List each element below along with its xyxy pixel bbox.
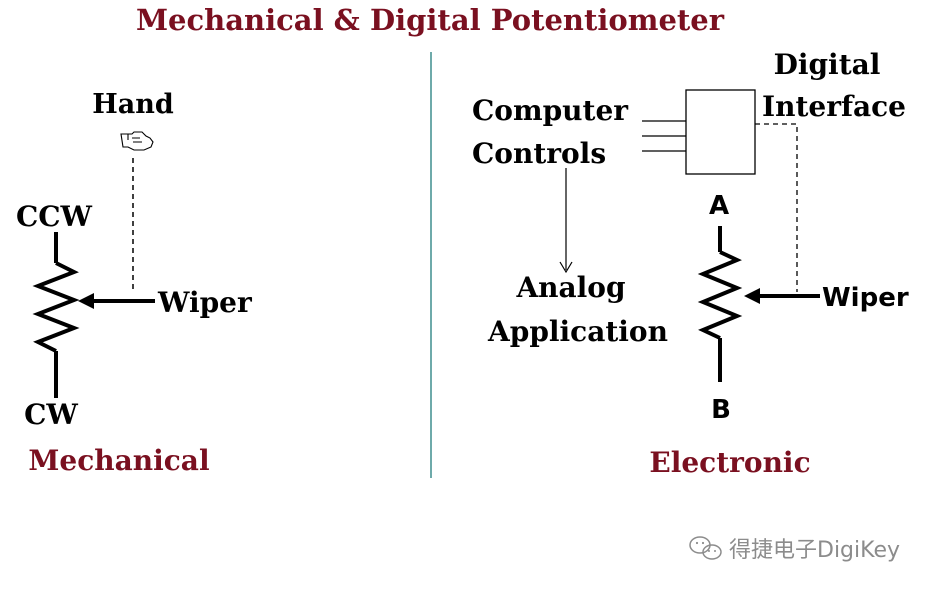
wechat-icon <box>689 536 722 560</box>
hand-label: Hand <box>92 89 174 120</box>
controls-to-analog-arrowhead <box>559 261 573 274</box>
digital-wiper-label: Wiper <box>822 283 909 313</box>
computer-controls-label-line1: Computer <box>472 94 629 127</box>
electronic-panel: Digital Interface Computer Controls Anal… <box>472 48 909 479</box>
digital-wiper-arrowhead <box>744 288 760 304</box>
digital-resistor-zigzag <box>697 250 743 340</box>
analog-application-label-line2: Application <box>487 315 668 348</box>
terminal-b-label: B <box>711 395 731 425</box>
digital-interface-box <box>685 89 756 175</box>
wiper-arrowhead <box>78 293 94 309</box>
digital-interface-label-line2: Interface <box>762 90 906 123</box>
analog-application-label-line1: Analog <box>515 271 625 304</box>
watermark: 得捷电子DigiKey <box>689 536 900 563</box>
mechanical-caption: Mechanical <box>28 444 209 477</box>
diagram-title: Mechanical & Digital Potentiometer <box>136 3 725 37</box>
digital-interface-label-line1: Digital <box>774 48 881 81</box>
interface-to-wiper-dashed <box>755 123 798 292</box>
watermark-text: 得捷电子DigiKey <box>729 538 900 563</box>
cw-label: CW <box>24 398 78 431</box>
terminal-a-label: A <box>709 191 729 221</box>
hand-icon <box>120 131 154 151</box>
resistor-zigzag <box>32 261 80 353</box>
wiper-label: Wiper <box>157 286 253 319</box>
computer-controls-label-line2: Controls <box>472 137 606 170</box>
mechanical-panel: Hand CCW Wiper CW Mechanical <box>16 89 253 477</box>
ccw-label: CCW <box>16 200 93 233</box>
electronic-caption: Electronic <box>649 446 810 479</box>
